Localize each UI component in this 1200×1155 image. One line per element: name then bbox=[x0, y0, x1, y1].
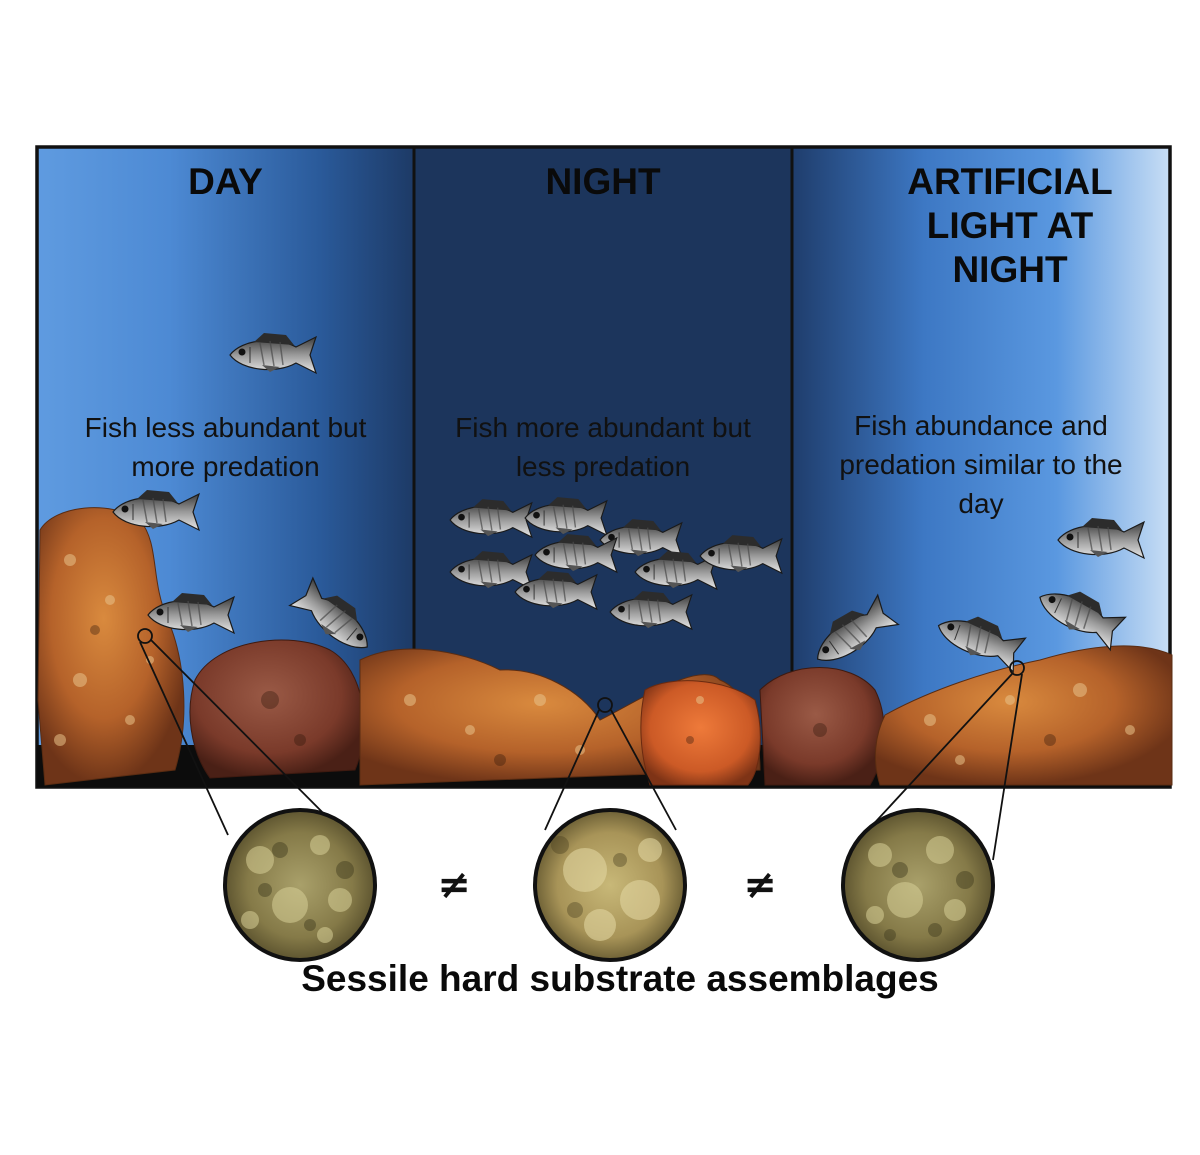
day-description: Fish less abundant but more predation bbox=[84, 412, 367, 482]
lens-night bbox=[533, 808, 687, 962]
alan-description: Fish abundance and predation similar to … bbox=[839, 410, 1123, 519]
lens-alan bbox=[841, 808, 995, 962]
rocks bbox=[37, 507, 1173, 786]
magnifier-lines bbox=[137, 628, 1025, 861]
alan-title: ARTIFICIAL LIGHT AT NIGHT bbox=[907, 161, 1113, 290]
lens-day bbox=[223, 808, 377, 962]
day-title: DAY bbox=[188, 161, 263, 202]
not-equal-symbol-1: ≠ bbox=[437, 862, 471, 908]
caption: Sessile hard substrate assemblages bbox=[301, 958, 939, 999]
not-equal-symbol-2: ≠ bbox=[743, 862, 777, 908]
night-description: Fish more abundant but less predation bbox=[455, 412, 751, 482]
night-title: NIGHT bbox=[545, 161, 661, 202]
